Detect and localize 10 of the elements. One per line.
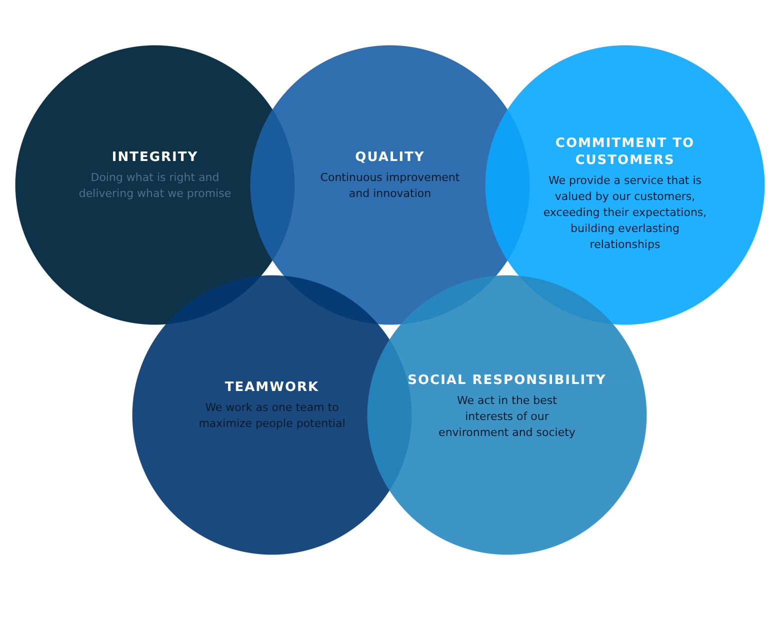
value-heading: INTEGRITY (112, 149, 198, 166)
value-description: Doing what is right and delivering what we promise (78, 170, 232, 202)
value-description: We work as one team to maximize people potential (198, 400, 346, 432)
value-description: We act in the best interests of our environment and society (438, 393, 576, 441)
value-heading: COMMITMENT TO CUSTOMERS (554, 135, 696, 169)
value-heading: QUALITY (355, 149, 425, 166)
value-description: We provide a service that is valued by our customers, exceeding their expectations, building everlasting relationships (542, 173, 708, 253)
value-heading: SOCIAL RESPONSIBILITY (408, 372, 606, 389)
value-description: Continuous improvement and innovation (319, 170, 461, 202)
value-heading: TEAMWORK (224, 379, 320, 396)
